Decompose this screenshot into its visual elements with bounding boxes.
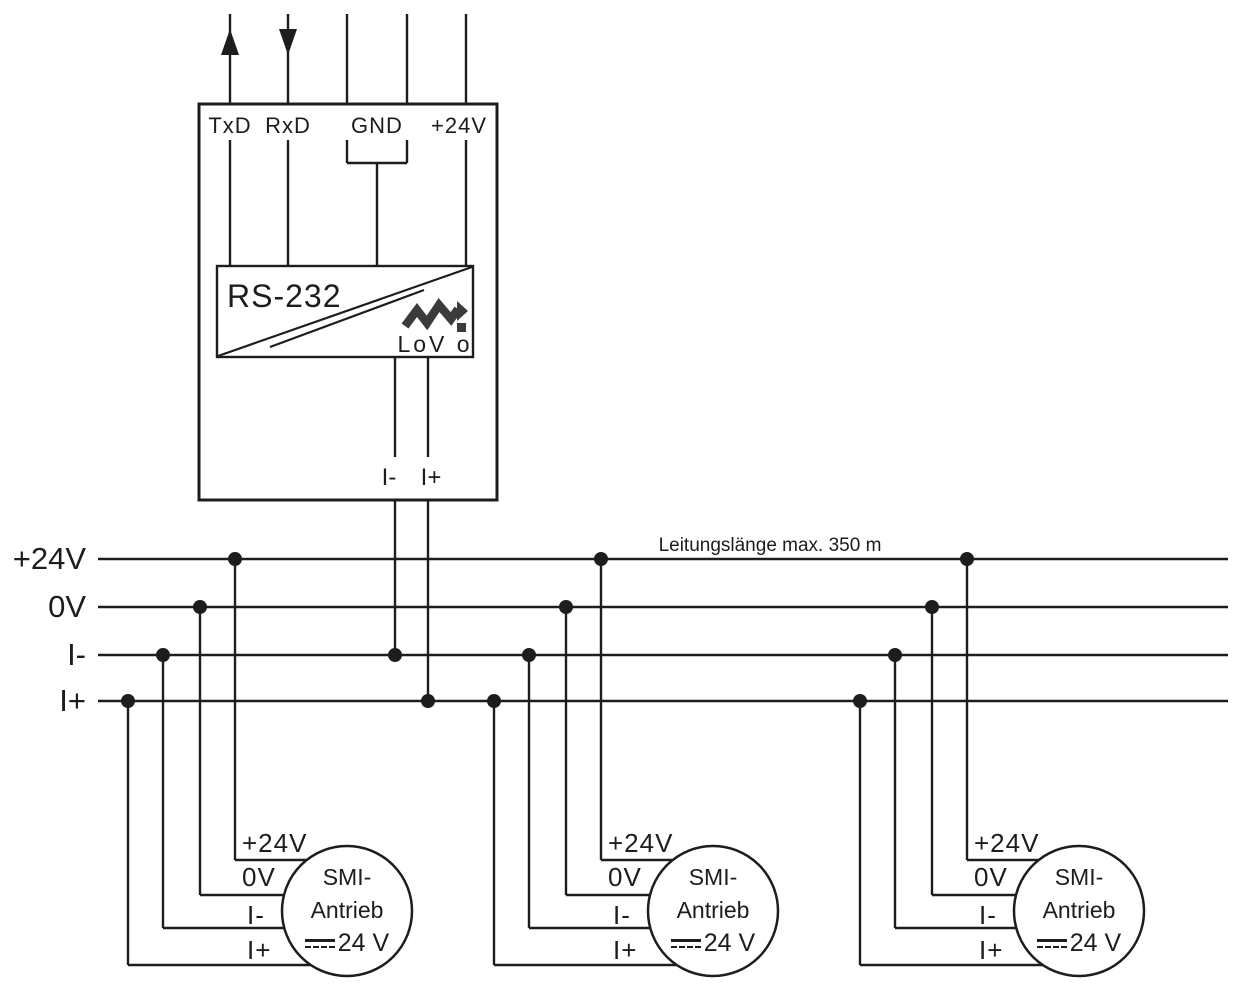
converter-housing-box (197, 102, 499, 502)
drive-3-name: SMI- Antrieb 24 V (1013, 861, 1145, 960)
drive-3-voltage-value: 24 V (1069, 929, 1122, 957)
drive-3-label-i-plus: I+ (979, 935, 1004, 965)
terminal-label-24v: +24V (431, 113, 487, 138)
dc-voltage-icon (1036, 939, 1067, 948)
drive-1-name: SMI- Antrieb 24 V (281, 861, 413, 960)
drive-1-circle (280, 844, 414, 978)
drive-1-wires (126, 559, 312, 967)
bus-label-i-plus: I+ (59, 683, 86, 718)
junction-dot (421, 694, 435, 708)
junction-dot (853, 694, 867, 708)
drive-2-label-i-minus: I- (613, 900, 631, 930)
isolation-diagonal-lines (217, 265, 473, 358)
drive-3-label-0v: 0V (974, 862, 1008, 892)
bus-lines (98, 557, 1228, 703)
drive-1-name-bottom: Antrieb (310, 897, 384, 923)
rs232-label: RS-232 (227, 278, 342, 314)
junction-dot (388, 648, 402, 662)
smi-logo-icon (401, 297, 468, 332)
terminal-label-gnd: GND (351, 113, 403, 138)
converter-top-wires (228, 14, 468, 104)
junction-dot (960, 552, 974, 566)
converter-bottom-wires (393, 357, 430, 701)
drive-3-label-i-minus: I- (979, 900, 997, 930)
junction-dot (594, 552, 608, 566)
drive-3-wires (858, 559, 1044, 967)
drive-3-voltage: 24 V (1013, 927, 1145, 960)
dc-voltage-icon (304, 939, 335, 948)
drive-2-label-i-plus: I+ (613, 935, 638, 965)
drive-1-label-i-minus: I- (247, 900, 265, 930)
rxd-down-arrow-icon (279, 29, 297, 55)
bus-label-0v: 0V (48, 589, 86, 624)
drive-2-circle (646, 844, 780, 978)
drive-2-wires (492, 559, 678, 967)
drive-2-label-0v: 0V (608, 862, 642, 892)
drive-1-label-i-plus: I+ (247, 935, 272, 965)
cable-length-note: Leitungslänge max. 350 m (658, 535, 882, 556)
junction-dots (121, 552, 974, 708)
drive-2-name: SMI- Antrieb 24 V (647, 861, 779, 960)
drive-2-label-24v: +24V (608, 828, 674, 858)
junction-dot (487, 694, 501, 708)
bus-label-24v: +24V (12, 541, 86, 576)
lovo-label: LoV o (397, 331, 473, 357)
terminal-label-i-minus: I- (381, 464, 397, 491)
drive-3-circle (1012, 844, 1146, 978)
junction-dot (559, 600, 573, 614)
drive-3-name-top: SMI- (1054, 864, 1104, 890)
junction-dot (121, 694, 135, 708)
bus-label-i-minus: I- (67, 637, 86, 672)
drive-3-label-24v: +24V (974, 828, 1040, 858)
junction-dot (193, 600, 207, 614)
drive-2-name-bottom: Antrieb (676, 897, 750, 923)
drive-1-voltage: 24 V (281, 927, 413, 960)
junction-dot (888, 648, 902, 662)
terminal-label-i-plus: I+ (420, 464, 442, 491)
txd-up-arrow-icon (221, 29, 239, 55)
drive-2-voltage: 24 V (647, 927, 779, 960)
terminal-label-rxd: RxD (265, 113, 311, 138)
drive-2-voltage-value: 24 V (703, 929, 756, 957)
drive-1-voltage-value: 24 V (337, 929, 390, 957)
junction-dot (156, 648, 170, 662)
drive-1-label-24v: +24V (242, 828, 308, 858)
junction-dot (925, 600, 939, 614)
drive-2-name-top: SMI- (688, 864, 738, 890)
drive-1-label-0v: 0V (242, 862, 276, 892)
junction-dot (228, 552, 242, 566)
drive-1-name-top: SMI- (322, 864, 372, 890)
rs232-module-box (215, 264, 475, 359)
dc-voltage-icon (670, 939, 701, 948)
junction-dot (522, 648, 536, 662)
converter-inner-wires (228, 140, 468, 266)
terminal-label-txd: TxD (208, 113, 252, 138)
drive-3-name-bottom: Antrieb (1042, 897, 1116, 923)
